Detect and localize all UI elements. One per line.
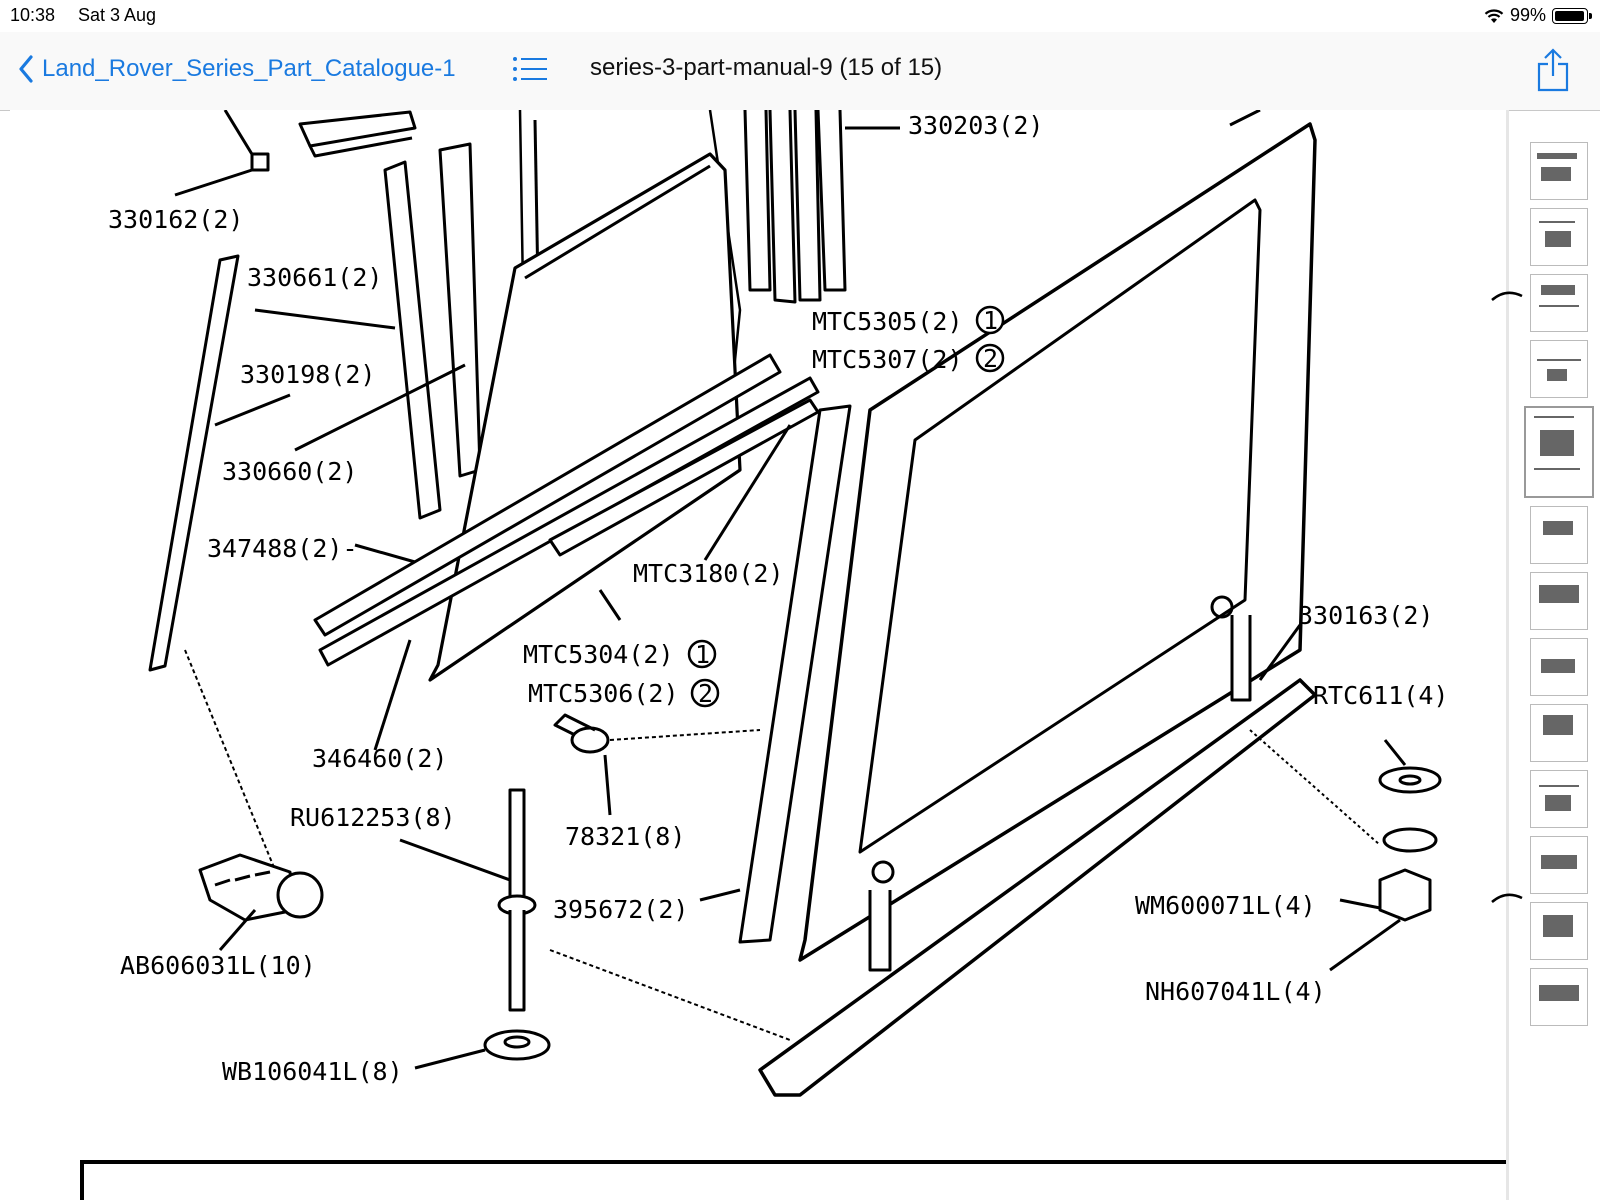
part-label-MTC5307: MTC5307(2) (812, 345, 963, 374)
page-bottom-frame (80, 1160, 1506, 1200)
share-icon[interactable] (1536, 48, 1570, 92)
part-label-MTC5305: MTC5305(2) (812, 307, 963, 336)
page-thumbnail[interactable] (1530, 836, 1588, 894)
part-label-330203: 330203(2) (908, 111, 1043, 140)
circle-marker-1: 1 (687, 639, 717, 669)
status-bar: 10:38 Sat 3 Aug 99% (0, 0, 1600, 32)
part-label-330198: 330198(2) (240, 360, 375, 389)
page-thumbnail[interactable] (1530, 968, 1588, 1026)
svg-text:2: 2 (983, 344, 998, 373)
svg-text:1: 1 (983, 306, 998, 335)
page-thumbnail[interactable] (1530, 704, 1588, 762)
part-label-330163: 330163(2) (1298, 601, 1433, 630)
part-label-AB606031L: AB606031L(10) (120, 951, 316, 980)
part-label-WB106041L: WB106041L(8) (222, 1057, 403, 1086)
page-thumbnail[interactable] (1530, 572, 1588, 630)
status-time: 10:38 (10, 5, 56, 25)
part-label-MTC5304: MTC5304(2) (523, 640, 674, 669)
page-thumbnail[interactable] (1530, 208, 1588, 266)
battery-percent: 99% (1509, 5, 1546, 25)
back-button-label: Land_Rover_Series_Part_Catalogue-1 (42, 55, 456, 82)
back-button[interactable]: Land_Rover_Series_Part_Catalogue-1 (18, 52, 456, 86)
part-label-NH607041L: NH607041L(4) (1145, 977, 1326, 1006)
part-label-78321: 78321(8) (565, 822, 685, 851)
part-label-347488: 347488(2)- (207, 534, 358, 563)
page-thumbnail[interactable] (1530, 770, 1588, 828)
scroll-indicator (1491, 291, 1523, 301)
document-page[interactable]: 330203(2) 330162(2) 330661(2) 330198(2) … (10, 110, 1506, 1200)
part-label-330162: 330162(2) (108, 205, 243, 234)
wifi-icon (1484, 8, 1504, 23)
page-shadow (1506, 110, 1509, 1200)
part-label-RTC611: RTC611(4) (1313, 681, 1448, 710)
part-label-MTC3180: MTC3180(2) (633, 559, 784, 588)
status-date: Sat 3 Aug (78, 5, 157, 25)
status-right: 99% (1484, 5, 1592, 26)
document-title: series-3-part-manual-9 (15 of 15) (590, 54, 943, 81)
page-thumbnail[interactable] (1530, 142, 1588, 200)
part-label-346460: 346460(2) (312, 744, 447, 773)
navigation-bar: Land_Rover_Series_Part_Catalogue-1 serie… (0, 32, 1600, 111)
chevron-left-icon (19, 55, 33, 83)
list-icon[interactable] (512, 56, 548, 82)
page-thumbnail[interactable] (1530, 506, 1588, 564)
parts-diagram: 330203(2) 330162(2) 330661(2) 330198(2) … (80, 110, 1506, 1200)
page-thumbnail-current[interactable] (1524, 406, 1594, 498)
part-label-MTC5306: MTC5306(2) (528, 679, 679, 708)
part-label-330660: 330660(2) (222, 457, 357, 486)
scroll-indicator (1491, 893, 1523, 903)
circle-marker-1: 1 (975, 305, 1005, 335)
part-label-395672: 395672(2) (553, 895, 688, 924)
page-thumbnail[interactable] (1530, 902, 1588, 960)
page-thumbnail[interactable] (1530, 638, 1588, 696)
svg-text:2: 2 (698, 679, 713, 708)
circle-marker-2: 2 (975, 343, 1005, 373)
battery-icon (1552, 7, 1592, 24)
part-label-WM600071L: WM600071L(4) (1135, 891, 1316, 920)
svg-text:1: 1 (695, 640, 710, 669)
page-thumbnail[interactable] (1530, 274, 1588, 332)
part-label-330661: 330661(2) (247, 263, 382, 292)
circle-marker-2: 2 (690, 678, 720, 708)
part-label-RU612253: RU612253(8) (290, 803, 456, 832)
page-thumbnail[interactable] (1530, 340, 1588, 398)
